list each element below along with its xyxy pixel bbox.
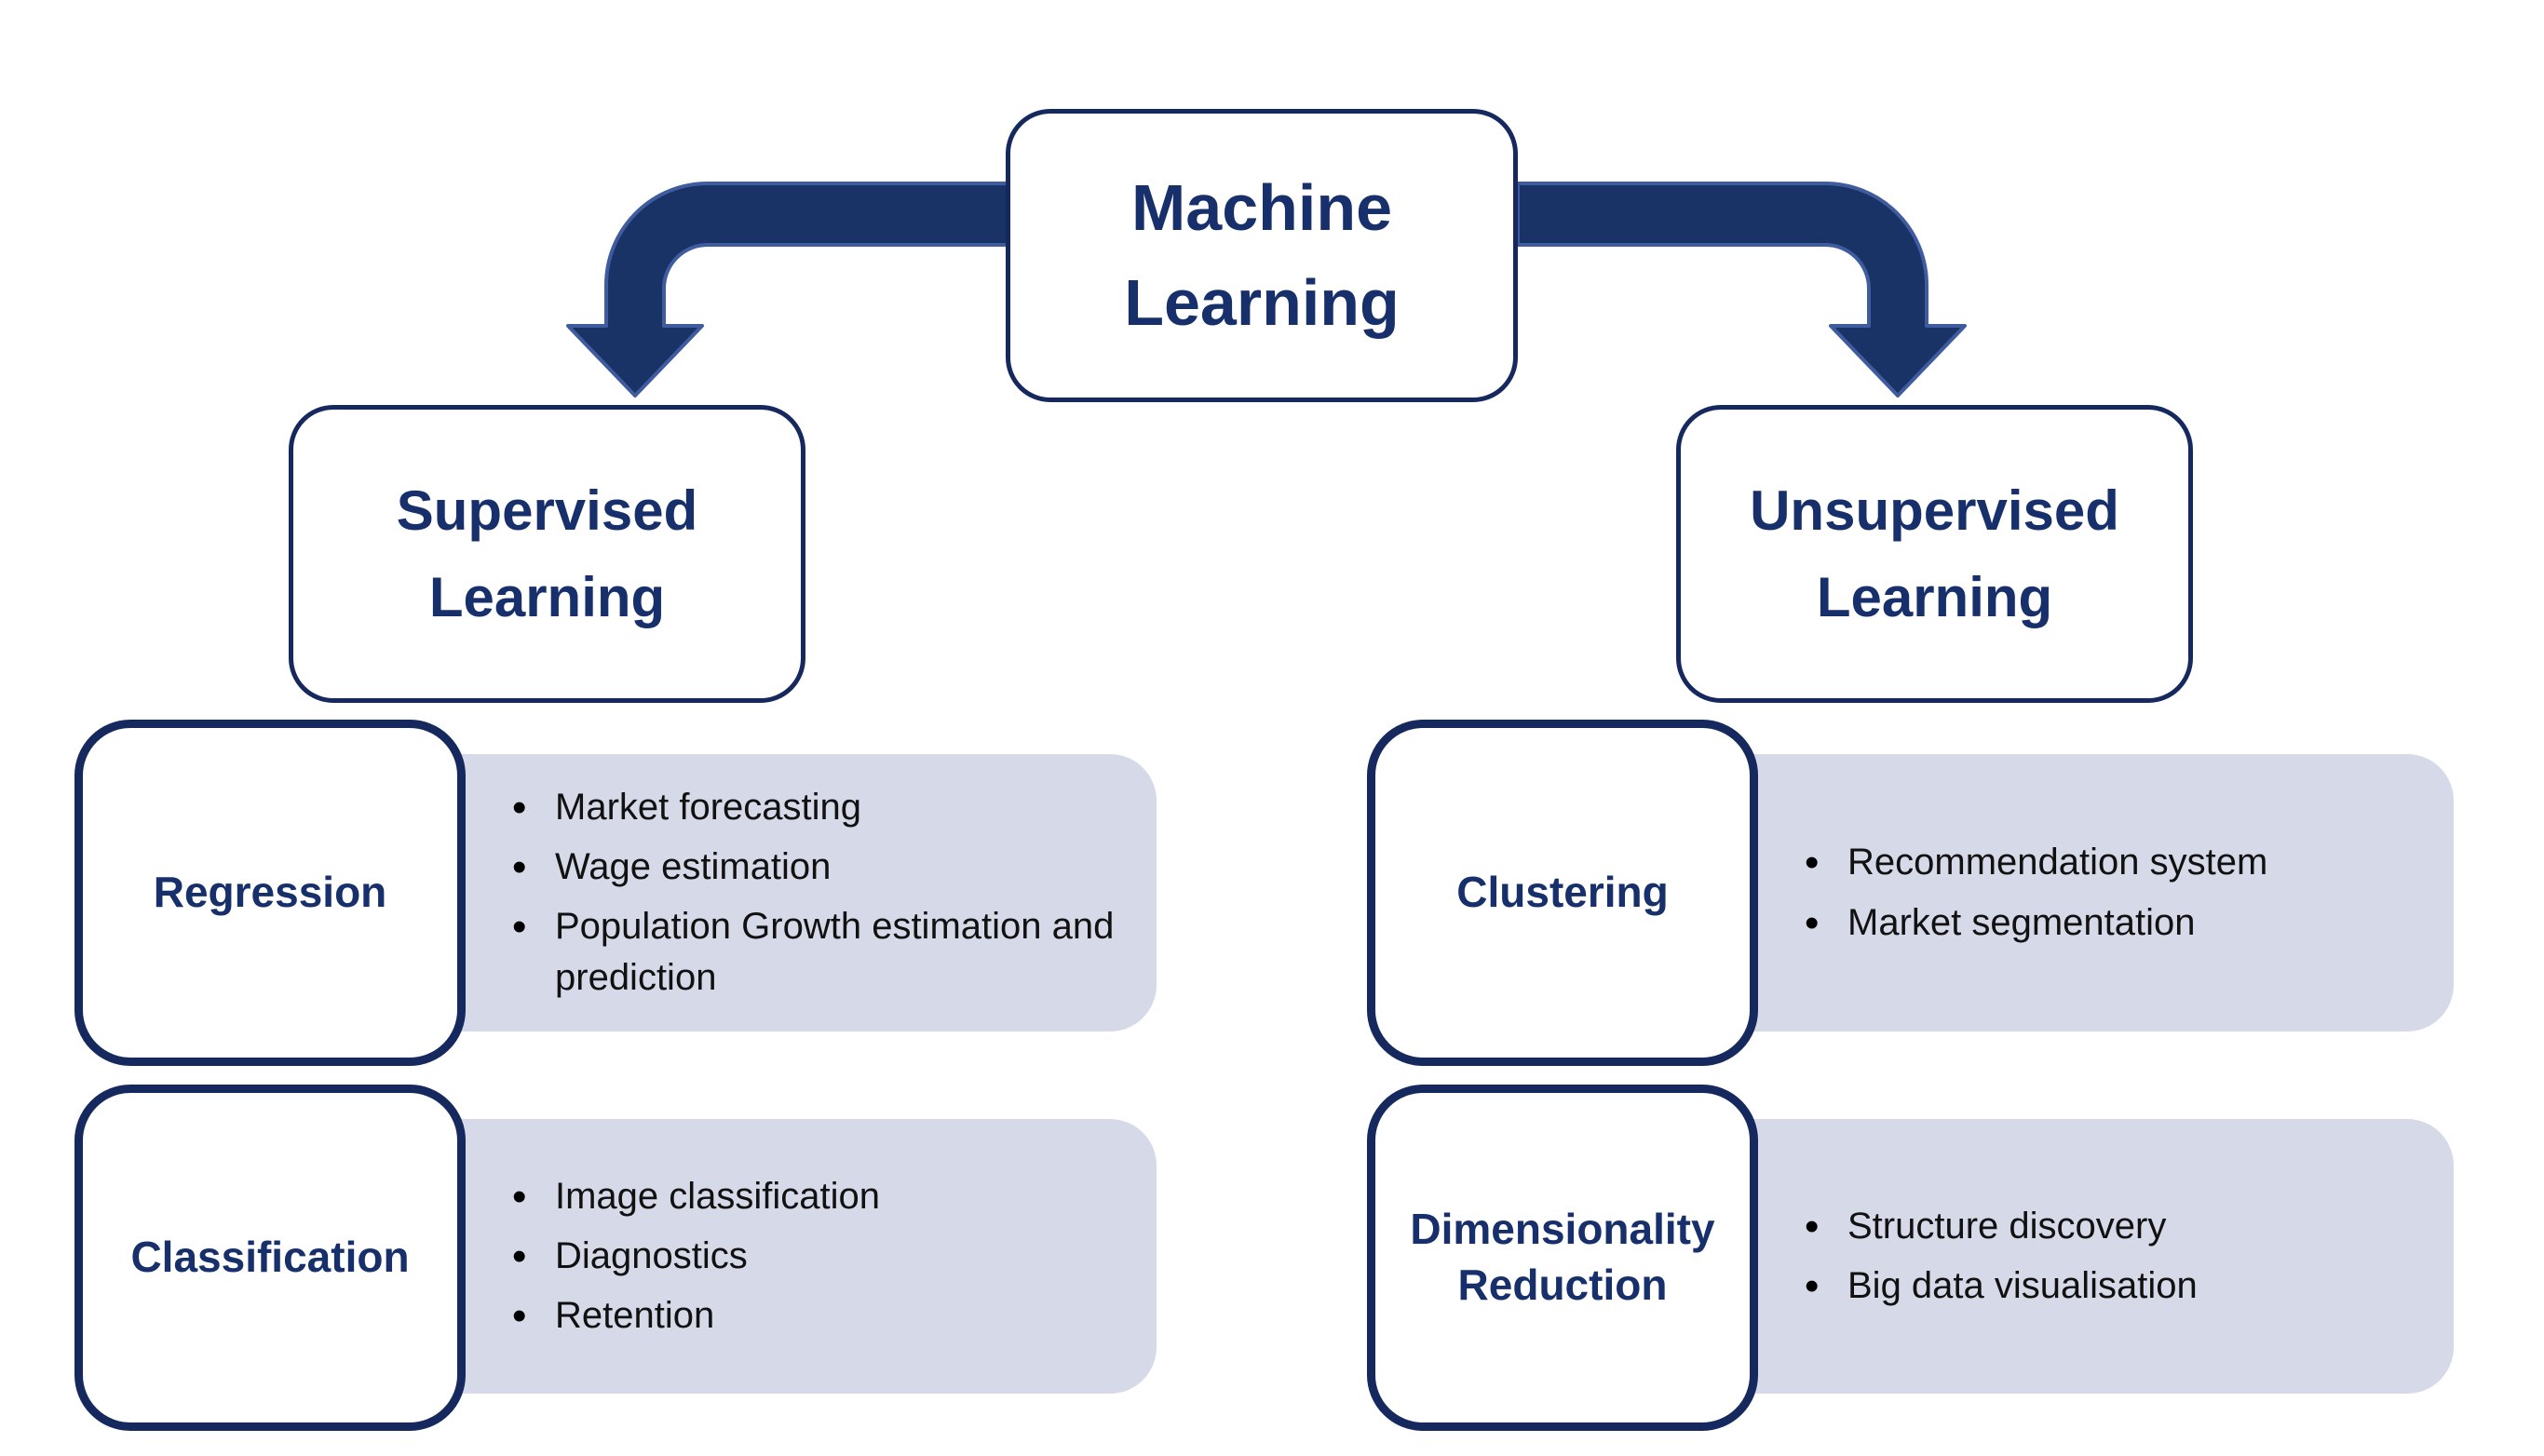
panel-clustering-examples: Recommendation systemMarket segmentation [1751,754,2454,1031]
bullet-list: Market forecastingWage estimationPopulat… [458,774,1157,1013]
node-label: Clustering [1456,868,1669,917]
node-regression: Regression [74,720,466,1066]
down-elbow-arrow-icon [1518,182,1967,398]
bullet-item: Big data visualisation [1805,1259,2420,1315]
node-machine-learning: Machine Learning [1006,109,1518,402]
bullet-item: Image classification [512,1169,1123,1226]
arrow-to-unsupervised [1518,182,1967,398]
bullet-item: Market forecasting [512,780,1123,837]
node-label: Dimensionality Reduction [1410,1205,1715,1309]
panel-regression-examples: Market forecastingWage estimationPopulat… [458,754,1157,1031]
node-label: Classification [130,1233,410,1282]
node-dimensionality-reduction: Dimensionality Reduction [1367,1085,1758,1431]
down-elbow-arrow-icon [566,182,1015,398]
bullet-item: Wage estimation [512,840,1123,897]
bullet-item: Population Growth estimation and predict… [512,899,1123,1004]
node-unsupervised-learning: Unsupervised Learning [1676,405,2193,703]
panel-dimensionality-reduction-examples: Structure discoveryBig data visualisatio… [1751,1119,2454,1394]
node-label: Machine Learning [1124,171,1400,339]
node-supervised-learning: Supervised Learning [289,405,805,703]
node-classification: Classification [74,1085,466,1431]
bullet-list: Structure discoveryBig data visualisatio… [1751,1193,2454,1320]
bullet-item: Diagnostics [512,1229,1123,1286]
panel-classification-examples: Image classificationDiagnosticsRetention [458,1119,1157,1394]
node-label: Supervised Learning [396,479,698,628]
arrow-to-supervised [566,182,1015,398]
bullet-item: Recommendation system [1805,835,2420,892]
bullet-item: Market segmentation [1805,895,2420,951]
bullet-list: Image classificationDiagnosticsRetention [458,1163,1157,1351]
bullet-item: Retention [512,1288,1123,1345]
node-label: Unsupervised Learning [1750,479,2119,628]
bullet-item: Structure discovery [1805,1199,2420,1256]
node-clustering: Clustering [1367,720,1758,1066]
node-label: Regression [153,868,387,917]
bullet-list: Recommendation systemMarket segmentation [1751,829,2454,956]
